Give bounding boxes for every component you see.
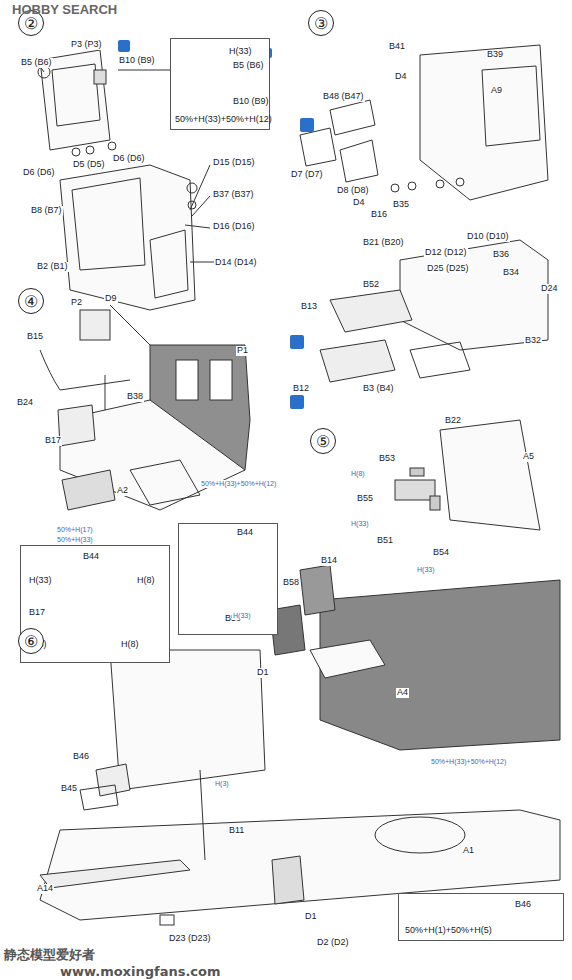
step-number: ③ bbox=[308, 10, 334, 36]
paint-inset: B44B50 bbox=[178, 523, 278, 635]
part-number: B44 bbox=[237, 528, 253, 538]
paint-code: 50%+H(33)+50%+H(12) bbox=[430, 758, 507, 766]
part-number: B8 (B7) bbox=[30, 206, 63, 216]
paint-code: H(8) bbox=[137, 576, 155, 586]
part-number: B41 bbox=[388, 42, 406, 52]
paint-code: H(33) bbox=[29, 576, 52, 586]
part-number: B58 bbox=[282, 578, 300, 588]
watermark: www.moxingfans.com bbox=[60, 964, 221, 979]
part-number: D8 (D8) bbox=[336, 186, 370, 196]
part-number: D12 (D12) bbox=[424, 248, 468, 258]
part-number: B44 bbox=[83, 552, 99, 562]
part-number: B48 (B47) bbox=[322, 92, 365, 102]
part-number: D1 bbox=[304, 912, 318, 922]
part-number: P2 bbox=[70, 298, 83, 308]
part-number: D23 (D23) bbox=[168, 934, 212, 944]
paint-code: H(3) bbox=[214, 780, 230, 788]
part-number: B55 bbox=[356, 494, 374, 504]
part-number: D9 bbox=[104, 294, 118, 304]
part-number: D4 bbox=[352, 198, 366, 208]
paint-code: H(33) bbox=[416, 566, 436, 574]
part-number: B38 bbox=[126, 392, 144, 402]
part-number: D5 (D5) bbox=[72, 160, 106, 170]
part-number: A5 bbox=[522, 452, 535, 462]
paint-code: 50%+H(1)+50%+H(5) bbox=[405, 926, 492, 936]
part-number: A2 bbox=[116, 486, 129, 496]
part-number: D10 (D10) bbox=[466, 232, 510, 242]
part-number: B10 (B9) bbox=[118, 56, 156, 66]
part-number: B16 bbox=[370, 210, 388, 220]
part-number: B13 bbox=[300, 302, 318, 312]
part-number: B54 bbox=[432, 548, 450, 558]
paint-code: H(8) bbox=[350, 470, 366, 478]
part-number: B10 (B9) bbox=[233, 97, 269, 107]
part-number: D24 bbox=[540, 284, 559, 294]
part-number: D4 bbox=[394, 72, 408, 82]
part-number: A9 bbox=[490, 86, 503, 96]
part-number: B32 bbox=[524, 336, 542, 346]
step-label: ③ bbox=[314, 14, 328, 33]
paint-code: H(33) bbox=[229, 47, 252, 57]
part-number: B5 (B6) bbox=[233, 61, 264, 71]
part-number: D14 (D14) bbox=[214, 258, 258, 268]
part-number: B46 bbox=[515, 900, 531, 910]
paint-code: 50%+H(17) bbox=[56, 526, 94, 534]
step-label: ⑥ bbox=[24, 632, 38, 651]
part-number: B39 bbox=[486, 50, 504, 60]
step-number: ⑥ bbox=[18, 628, 44, 654]
part-number: B17 bbox=[29, 608, 45, 618]
paint-code: 50%+H(33) bbox=[56, 536, 94, 544]
part-number: P3 (P3) bbox=[70, 40, 103, 50]
part-number: D6 (D6) bbox=[22, 168, 56, 178]
paint-code: 50%+H(33)+50%+H(12) bbox=[200, 480, 277, 488]
part-number: A14 bbox=[36, 884, 54, 894]
part-number: B46 bbox=[72, 752, 90, 762]
part-number: P1 bbox=[236, 346, 249, 356]
paint-code: H(33) bbox=[350, 520, 370, 528]
paint-inset: B46 50%+H(1)+50%+H(5) bbox=[398, 893, 564, 941]
part-number: B53 bbox=[378, 454, 396, 464]
part-number: B2 (B1) bbox=[36, 262, 69, 272]
part-number: B3 (B4) bbox=[362, 384, 395, 394]
part-number: D16 (D16) bbox=[212, 222, 256, 232]
part-number: D6 (D6) bbox=[112, 154, 146, 164]
part-number: A1 bbox=[462, 846, 475, 856]
step-label: ⑤ bbox=[316, 432, 330, 451]
watermark: HOBBY SEARCH bbox=[12, 2, 117, 17]
part-number: A4 bbox=[396, 688, 409, 698]
part-number: B24 bbox=[16, 398, 34, 408]
part-number: D25 (D25) bbox=[426, 264, 470, 274]
part-number: D15 (D15) bbox=[212, 158, 256, 168]
paint-code: H(8) bbox=[121, 640, 139, 650]
part-number: B36 bbox=[492, 250, 510, 260]
part-number: B22 bbox=[444, 416, 462, 426]
part-number: B15 bbox=[26, 332, 44, 342]
part-number: B34 bbox=[502, 268, 520, 278]
part-number: B14 bbox=[320, 556, 338, 566]
part-number: B5 (B6) bbox=[20, 58, 53, 68]
part-number: B45 bbox=[60, 784, 78, 794]
part-number: B35 bbox=[392, 200, 410, 210]
part-number: B17 bbox=[44, 436, 62, 446]
part-number: D2 (D2) bbox=[316, 938, 350, 948]
step-number: ⑤ bbox=[310, 428, 336, 454]
part-number: B37 (B37) bbox=[212, 190, 255, 200]
paint-code: 50%+H(33)+50%+H(12) bbox=[175, 115, 272, 125]
part-number: B51 bbox=[376, 536, 394, 546]
part-number: B21 (B20) bbox=[362, 238, 405, 248]
paint-inset: B5 (B6) H(33) B10 (B9) 50%+H(33)+50%+H(12) bbox=[170, 38, 270, 130]
part-number: B12 bbox=[292, 384, 310, 394]
part-number: B11 bbox=[228, 826, 245, 836]
part-number: B52 bbox=[362, 280, 380, 290]
watermark: 静态模型爱好者 bbox=[4, 946, 95, 964]
paint-code: H(33) bbox=[232, 612, 252, 620]
part-number: D1 bbox=[256, 668, 270, 678]
part-number: D7 (D7) bbox=[290, 170, 324, 180]
step-label: ④ bbox=[24, 292, 38, 311]
step-number: ④ bbox=[18, 288, 44, 314]
